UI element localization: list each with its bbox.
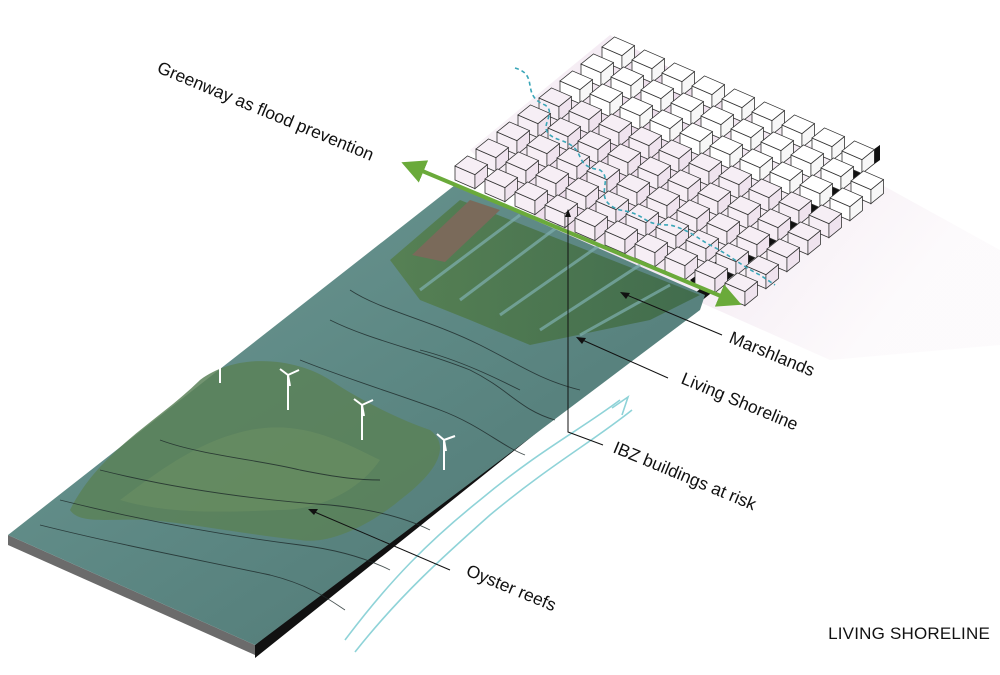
building-face [589,83,624,104]
building-face [736,225,771,246]
building-face [751,101,786,122]
building-face [700,105,735,126]
leader-living-shoreline [577,337,669,379]
wind-turbine-icon [436,433,456,470]
building-face [496,121,531,142]
wind-turbine-icon [213,342,229,383]
building-face [781,114,816,135]
building-face [640,79,675,100]
building-face [799,174,834,195]
building-face [739,148,774,169]
contour-lines [39,289,581,611]
building-face [841,140,876,161]
building-face [538,87,573,108]
building-face [778,191,813,212]
building-face [619,96,654,117]
building-face [601,36,636,57]
building-face [745,255,780,276]
building-face [517,104,552,125]
building-face [526,134,561,155]
building-face [811,127,846,148]
building-face [850,170,885,191]
building-face [820,157,855,178]
building-face [829,187,864,208]
diagram-caption: LIVING SHORELINE [828,624,990,643]
building-face [787,221,822,242]
wind-turbine-icon [279,368,300,410]
building-face [475,138,510,159]
building-face [649,109,684,130]
building-face [757,208,792,229]
greenway-arrow [401,160,742,307]
building-face [559,70,594,91]
building-face [769,161,804,182]
label-oyster-reefs: Oyster reefs [463,560,559,615]
building-face [661,62,696,83]
building-face [580,53,615,74]
label-living-shoreline: Living Shoreline [678,368,801,434]
building-face [631,49,666,70]
building-face [598,113,633,134]
building-face [730,118,765,139]
building-face [709,135,744,156]
slab-side-left [8,535,255,655]
building-face [658,139,693,160]
building-face [808,204,843,225]
building-face [691,75,726,96]
wind-turbine-icon [353,398,374,440]
ocean-current-arrows [344,394,633,653]
building-face [721,88,756,109]
island-land-texture [120,427,380,512]
leader-lines [309,215,723,571]
leader-ibz [567,215,604,446]
building-face [568,100,603,121]
building-face [628,126,663,147]
building-face [547,117,582,138]
building-face [607,143,642,164]
building-face [748,178,783,199]
building-face [766,238,801,259]
building-face [670,92,705,113]
label-ibz-buildings: IBZ buildings at risk [610,437,759,514]
building-face [679,122,714,143]
building-face [760,131,795,152]
building-face [790,144,825,165]
building-face [577,130,612,151]
leader-arrowheads [308,209,630,515]
label-greenway: Greenway as flood prevention [154,57,376,164]
leader-oyster [309,509,451,571]
wind-turbines [213,342,456,470]
building-face [610,66,645,87]
leader-marshlands [621,292,723,336]
